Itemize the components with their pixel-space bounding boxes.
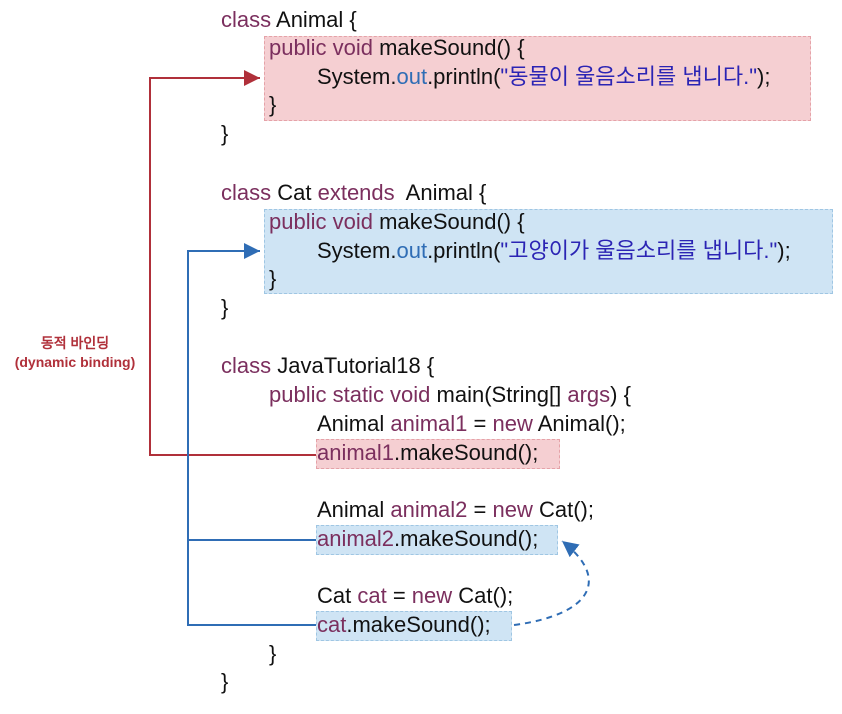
animal-method-header: public void makeSound() { xyxy=(269,35,525,60)
cat-makesound-highlight xyxy=(264,209,833,294)
cat-method-header: public void makeSound() { xyxy=(269,209,525,234)
animal-class-header: class Animal { xyxy=(221,7,357,32)
animal1-makesound-call: animal1.makeSound(); xyxy=(317,440,539,465)
cat-call-highlight xyxy=(316,611,512,641)
animal2-makesound-call: animal2.makeSound(); xyxy=(317,526,539,551)
label-korean: 동적 바인딩 xyxy=(40,335,110,351)
main-class-header: class JavaTutorial18 { xyxy=(221,353,435,378)
animal-makesound-highlight xyxy=(264,36,811,121)
cat-makesound-call: cat.makeSound(); xyxy=(317,612,491,637)
dashed-relation-arrow-up xyxy=(513,540,590,626)
label-english: (dynamic binding) xyxy=(14,354,136,370)
main-method-header: public static void main(String[] args) { xyxy=(269,382,631,407)
cat-class-close: } xyxy=(221,295,229,320)
cat-declaration: Cat cat = new Cat(); xyxy=(317,583,514,608)
dashed-relation-arrow-down xyxy=(518,548,589,625)
animal-class-close: } xyxy=(221,121,229,146)
animal2-call-highlight xyxy=(316,525,558,555)
main-method-close: } xyxy=(269,641,277,666)
animal1-declaration: Animal animal1 = new Animal(); xyxy=(317,411,626,436)
dynamic-binding-label: 동적 바인딩 (dynamic binding) xyxy=(0,334,150,372)
animal2-declaration: Animal animal2 = new Cat(); xyxy=(317,497,594,522)
blue-binding-arrow-cat xyxy=(187,540,316,626)
blue-binding-arrow-animal2 xyxy=(187,243,316,541)
main-class-close: } xyxy=(221,669,229,694)
animal-method-close: } xyxy=(269,92,277,117)
cat-println: System.out.println("고양이가 울음소리를 냅니다."); xyxy=(317,238,791,263)
red-binding-arrow xyxy=(149,70,316,456)
cat-method-close: } xyxy=(269,266,277,291)
animal1-call-highlight xyxy=(316,439,560,469)
cat-class-header: class Cat extends Animal { xyxy=(221,180,487,205)
animal-println: System.out.println("동물이 울음소리를 냅니다."); xyxy=(317,64,771,89)
